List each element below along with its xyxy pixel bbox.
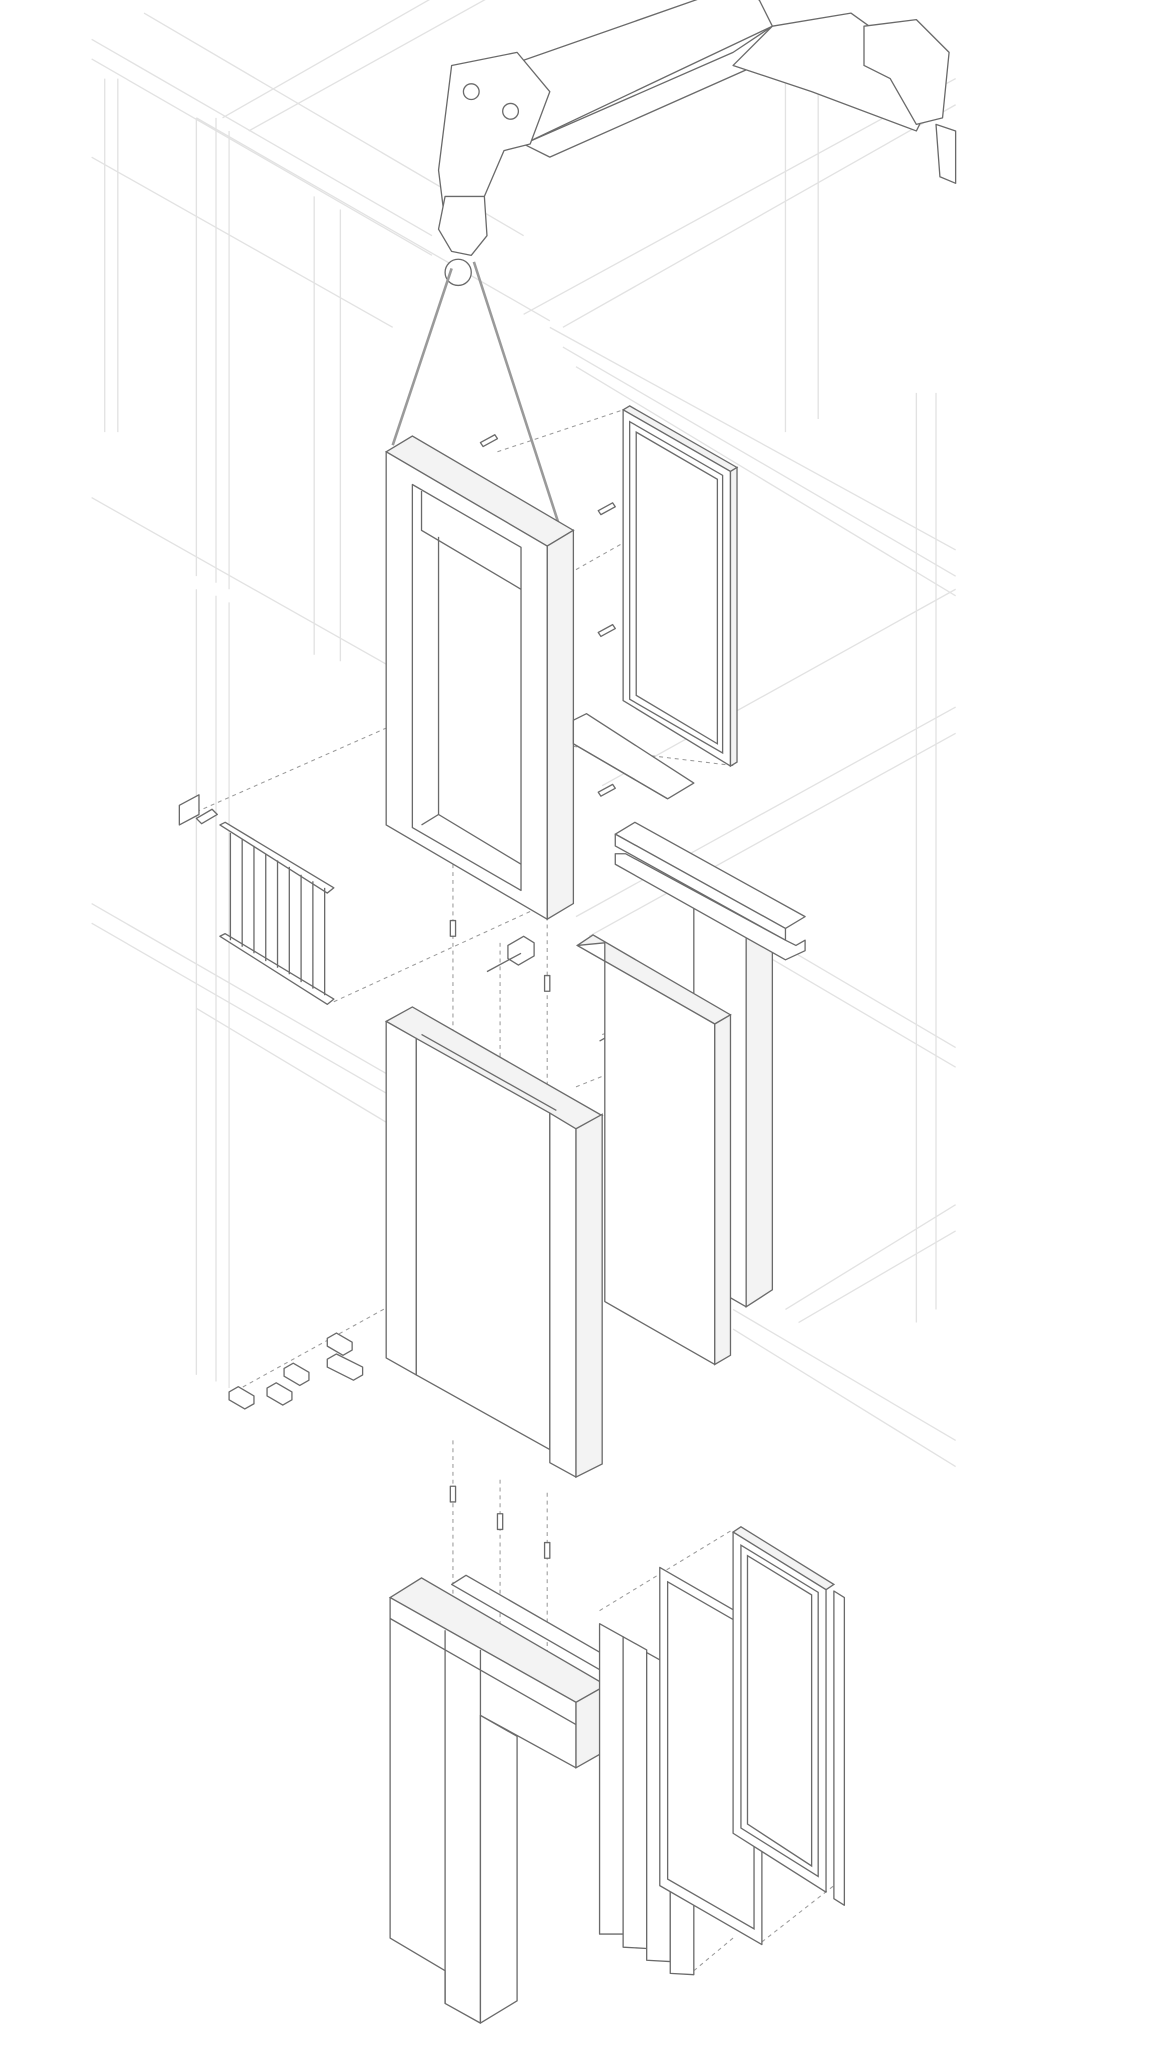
balcony-railing xyxy=(178,794,335,1006)
connector-clips xyxy=(449,434,616,1559)
window-sill xyxy=(572,713,695,800)
brick-ties xyxy=(228,1332,364,1410)
glazed-door-frame-rear xyxy=(731,1526,846,1906)
steel-i-beam xyxy=(614,821,806,961)
crane-arm xyxy=(437,0,957,287)
lifting-cables xyxy=(391,261,565,538)
precast-window-frame-panel xyxy=(384,435,575,921)
building-structure-background xyxy=(91,0,956,1468)
crane-hook xyxy=(444,258,472,287)
brick-facade-panel xyxy=(384,1006,604,1479)
glazed-window-unit xyxy=(621,405,739,768)
insulation-panel xyxy=(576,934,732,1366)
